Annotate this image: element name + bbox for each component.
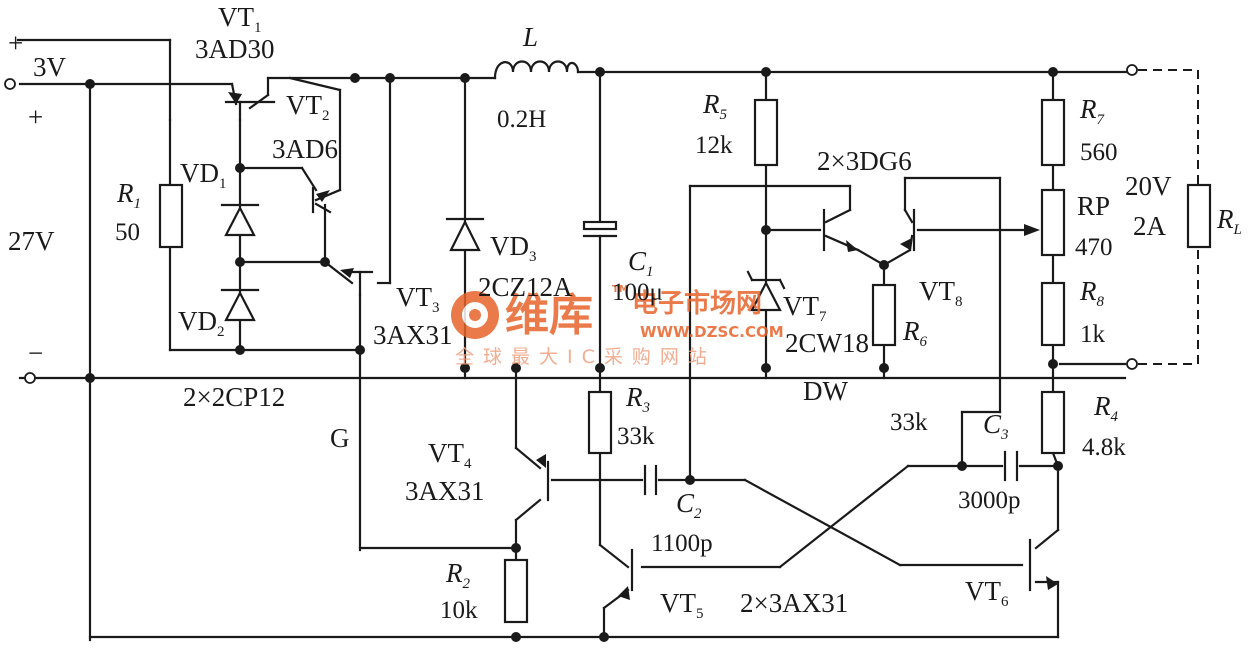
r4-label: R4 [1093,391,1119,425]
r5-value: 12k [695,132,733,159]
r3-label: R3 [625,382,650,416]
input-3v-label: 3V [33,52,67,82]
zener-diode [746,270,786,312]
vt7-label: VT7 [783,291,827,325]
vt4-label: VT4 [428,438,472,472]
bridge-label: 2×2CP12 [183,382,285,412]
vd3-diode [445,217,485,252]
rp-potentiometer [1040,188,1066,257]
vt3-transistor [340,268,374,297]
r8-label: R8 [1079,276,1105,310]
vt1-transistor [224,82,276,122]
c3-label: C3 [983,409,1009,443]
r1-label: R1 [116,178,141,212]
vd1-diode [220,203,260,237]
r6-value: 33k [890,409,928,436]
vt4-transistor [536,454,550,502]
vt1-label: VT1 [218,2,262,36]
vt7-transistor [822,208,860,252]
input-terminal-bottom [24,372,36,384]
r5-resistor [753,98,779,167]
r1-value: 50 [115,219,140,246]
vt5-label: VT5 [660,588,704,622]
rp-wiper-arrow [1024,224,1040,236]
r3-value: 33k [617,423,655,450]
c1-capacitor [582,220,618,238]
r7-value: 560 [1080,139,1118,166]
r6-resistor [871,283,897,347]
vt8-transistor [900,208,916,252]
c1-label: C1 [628,246,654,280]
vt6-label: VT6 [965,576,1009,610]
r8-value: 1k [1080,321,1106,348]
vt3-label: VT3 [396,282,440,316]
vt3-part: 3AX31 [373,320,453,350]
inductor-label: L [522,22,538,52]
labels: + 3V + 27V − VT1 3AD30 VT2 3AD6 VD1 VD2 … [8,2,1242,624]
watermark-brand: 维库 [505,290,593,341]
output-terminal-bottom [1126,358,1138,370]
r1-resistor [158,183,184,249]
vd2-label: VD2 [178,306,225,340]
output-current: 2A [1133,211,1167,241]
watermark-tm: TM [612,284,629,295]
output-terminal-top [1126,64,1138,76]
r2-value: 10k [440,597,478,624]
input-minus-label: − [28,338,43,368]
input-27v-label: 27V [8,226,55,256]
vt1-part: 3AD30 [195,34,275,64]
watermark-url: WWW.DZSC.COM [640,323,784,341]
vt5-part: 2×3AX31 [740,588,848,618]
vt2-part: 3AD6 [272,134,338,164]
inductor-value: 0.2H [497,106,546,133]
r4-resistor [1040,390,1066,455]
node-g-label: G [330,423,350,453]
rp-label: RP [1077,191,1110,221]
inductor-l [493,60,580,80]
wiring [16,38,1199,642]
r5-label: R5 [702,89,728,123]
r2-label: R2 [445,558,471,592]
vt5-transistor [618,548,634,600]
zener-label: DW [803,376,848,406]
r6-label: R6 [902,316,928,350]
input-terminal-top [4,78,16,90]
watermark: 维库 电子市场网 TM WWW.DZSC.COM 全球最大IC采购网站 [451,284,784,368]
r8-resistor [1040,281,1066,347]
vt4-part: 3AX31 [405,476,485,506]
zener-part: 2CW18 [785,328,869,358]
c3-value: 3000p [958,487,1021,514]
r7-label: R7 [1079,94,1106,128]
c2-value: 1100p [651,530,713,557]
vt8-label: VT8 [919,276,963,310]
vd3-part: 2CZ12A [478,272,573,302]
watermark-subtitle: 全球最大IC采购网站 [455,346,716,368]
vt2-label: VT2 [286,90,330,124]
c2-capacitor [643,464,658,496]
r3-resistor [587,390,613,455]
c1-value: 100μ [612,279,663,306]
c3-capacitor [1003,450,1019,482]
watermark-tagline: 电子市场网 [632,288,762,319]
vd1-label: VD1 [180,158,227,192]
vd2-diode [220,288,260,322]
c2-label: C2 [676,488,702,522]
r4-value: 4.8k [1082,434,1126,461]
rp-value: 470 [1075,234,1113,261]
output-voltage: 20V [1125,171,1172,201]
vd3-label: VD3 [490,231,537,265]
input-plus-label: + [28,102,43,132]
r2-resistor [503,558,529,624]
junction-dots [85,67,1063,642]
vt2-transistor [311,186,342,214]
rl-load-resistor [1186,183,1212,249]
vt6-transistor [1028,538,1058,592]
rl-label: RL [1216,204,1242,238]
vt78-part: 2×3DG6 [817,146,912,176]
r7-resistor [1040,98,1066,167]
input-plus-top-label: + [8,28,23,58]
